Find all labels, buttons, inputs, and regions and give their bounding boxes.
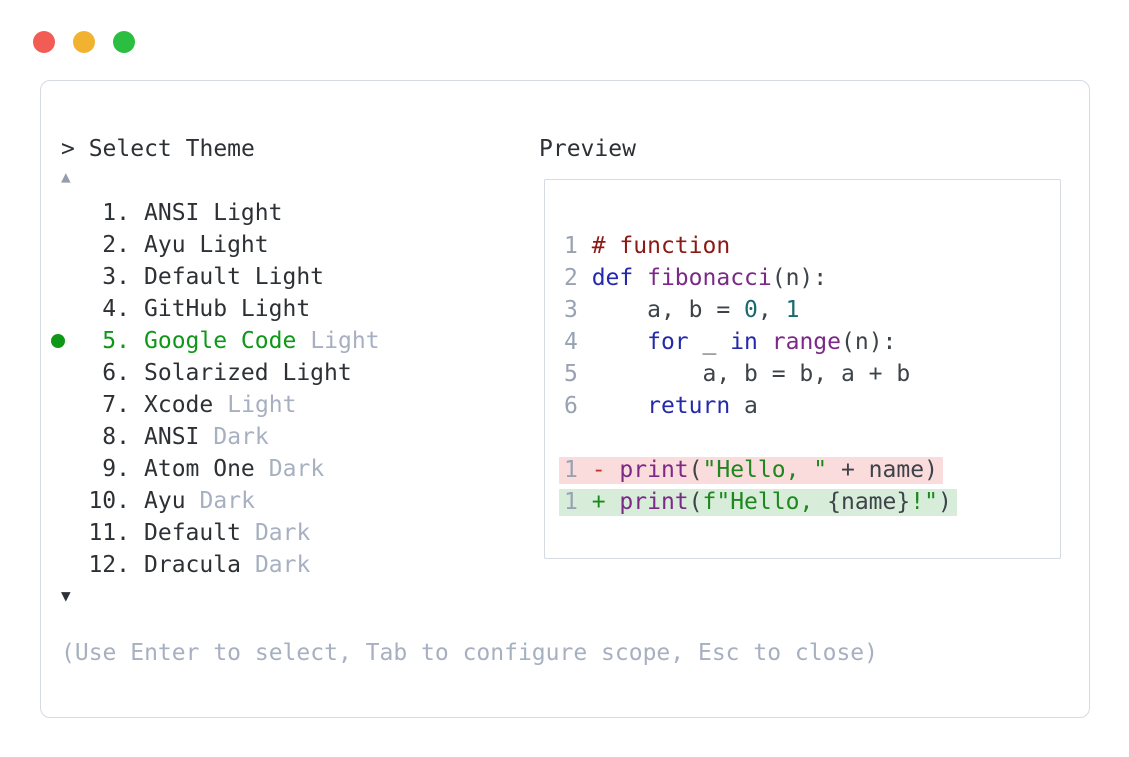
theme-list-item-2[interactable]: 2. Ayu Light bbox=[41, 229, 541, 261]
code-preview-box: 1 # function 2 def fibonacci(n): 3 a, b … bbox=[544, 179, 1061, 559]
theme-name: Google Code bbox=[144, 328, 297, 354]
select-theme-prompt: > Select Theme bbox=[61, 136, 255, 162]
theme-variant: Dark bbox=[268, 456, 325, 482]
theme-picker-panel: > Select Theme ▲ 1. ANSI Light 2. Ayu Li… bbox=[40, 80, 1090, 718]
code-line: 4 for _ in range(n): bbox=[564, 329, 897, 355]
theme-list-item-11[interactable]: 11. Default Dark bbox=[41, 517, 541, 549]
theme-variant: Light bbox=[227, 392, 297, 418]
code-sample: 1 # function 2 def fibonacci(n): 3 a, b … bbox=[559, 230, 957, 518]
theme-name: Atom One bbox=[144, 456, 255, 482]
theme-number: 8. bbox=[102, 424, 130, 450]
theme-number: 5. bbox=[102, 328, 130, 354]
theme-number: 9. bbox=[102, 456, 130, 482]
theme-number: 6. bbox=[102, 360, 130, 386]
theme-variant: Dark bbox=[254, 552, 311, 578]
preview-label: Preview bbox=[539, 136, 636, 162]
theme-variant: Light bbox=[310, 328, 380, 354]
keyboard-hint: (Use Enter to select, Tab to configure s… bbox=[61, 640, 878, 666]
code-line: 1 # function bbox=[564, 233, 731, 259]
theme-list-item-7[interactable]: 7. Xcode Light bbox=[41, 389, 541, 421]
theme-name: GitHub Light bbox=[144, 296, 311, 322]
theme-name: Default bbox=[144, 520, 241, 546]
theme-number: 4. bbox=[102, 296, 130, 322]
code-line: 3 a, b = 0, 1 bbox=[564, 297, 800, 323]
theme-variant: Dark bbox=[254, 520, 311, 546]
theme-name: ANSI bbox=[144, 424, 200, 450]
theme-list-item-6[interactable]: 6. Solarized Light bbox=[41, 357, 541, 389]
theme-list-item-5-selected[interactable]: 5. Google Code Light bbox=[41, 325, 541, 357]
theme-name: Solarized Light bbox=[144, 360, 352, 386]
selected-dot-icon bbox=[51, 334, 65, 348]
theme-list-item-9[interactable]: 9. Atom One Dark bbox=[41, 453, 541, 485]
theme-number: 1. bbox=[102, 200, 130, 226]
close-button[interactable] bbox=[33, 31, 55, 53]
theme-name: Dracula bbox=[144, 552, 241, 578]
code-line: 5 a, b = b, a + b bbox=[564, 361, 911, 387]
scroll-down-icon[interactable]: ▼ bbox=[61, 586, 71, 605]
theme-list-item-1[interactable]: 1. ANSI Light bbox=[41, 197, 541, 229]
theme-name: Ayu Light bbox=[144, 232, 269, 258]
theme-variant: Dark bbox=[199, 488, 255, 514]
theme-number: 12. bbox=[88, 552, 130, 578]
theme-number: 3. bbox=[102, 264, 130, 290]
theme-number: 10. bbox=[88, 488, 130, 514]
code-line: 2 def fibonacci(n): bbox=[564, 265, 828, 291]
code-line-blank bbox=[559, 422, 957, 454]
theme-name: ANSI Light bbox=[144, 200, 283, 226]
theme-number: 7. bbox=[102, 392, 130, 418]
zoom-button[interactable] bbox=[113, 31, 135, 53]
theme-list-item-4[interactable]: 4. GitHub Light bbox=[41, 293, 541, 325]
theme-list-item-10[interactable]: 10. Ayu Dark bbox=[41, 485, 541, 517]
theme-name: Xcode bbox=[144, 392, 214, 418]
minimize-button[interactable] bbox=[73, 31, 95, 53]
window-controls bbox=[33, 31, 135, 53]
theme-list-item-8[interactable]: 8. ANSI Dark bbox=[41, 421, 541, 453]
theme-list-item-12[interactable]: 12. Dracula Dark bbox=[41, 549, 541, 581]
scroll-up-icon[interactable]: ▲ bbox=[61, 167, 71, 186]
theme-list: 1. ANSI Light 2. Ayu Light 3. Default Li… bbox=[41, 197, 541, 581]
code-line: 6 return a bbox=[564, 393, 758, 419]
diff-line-added: 1 + print(f"Hello, {name}!") bbox=[559, 486, 957, 518]
theme-variant: Dark bbox=[213, 424, 269, 450]
theme-name: Ayu bbox=[144, 488, 186, 514]
theme-name: Default Light bbox=[144, 264, 325, 290]
diff-line-removed: 1 - print("Hello, " + name) bbox=[559, 454, 957, 486]
theme-number: 11. bbox=[88, 520, 130, 546]
theme-number: 2. bbox=[102, 232, 130, 258]
theme-list-item-3[interactable]: 3. Default Light bbox=[41, 261, 541, 293]
